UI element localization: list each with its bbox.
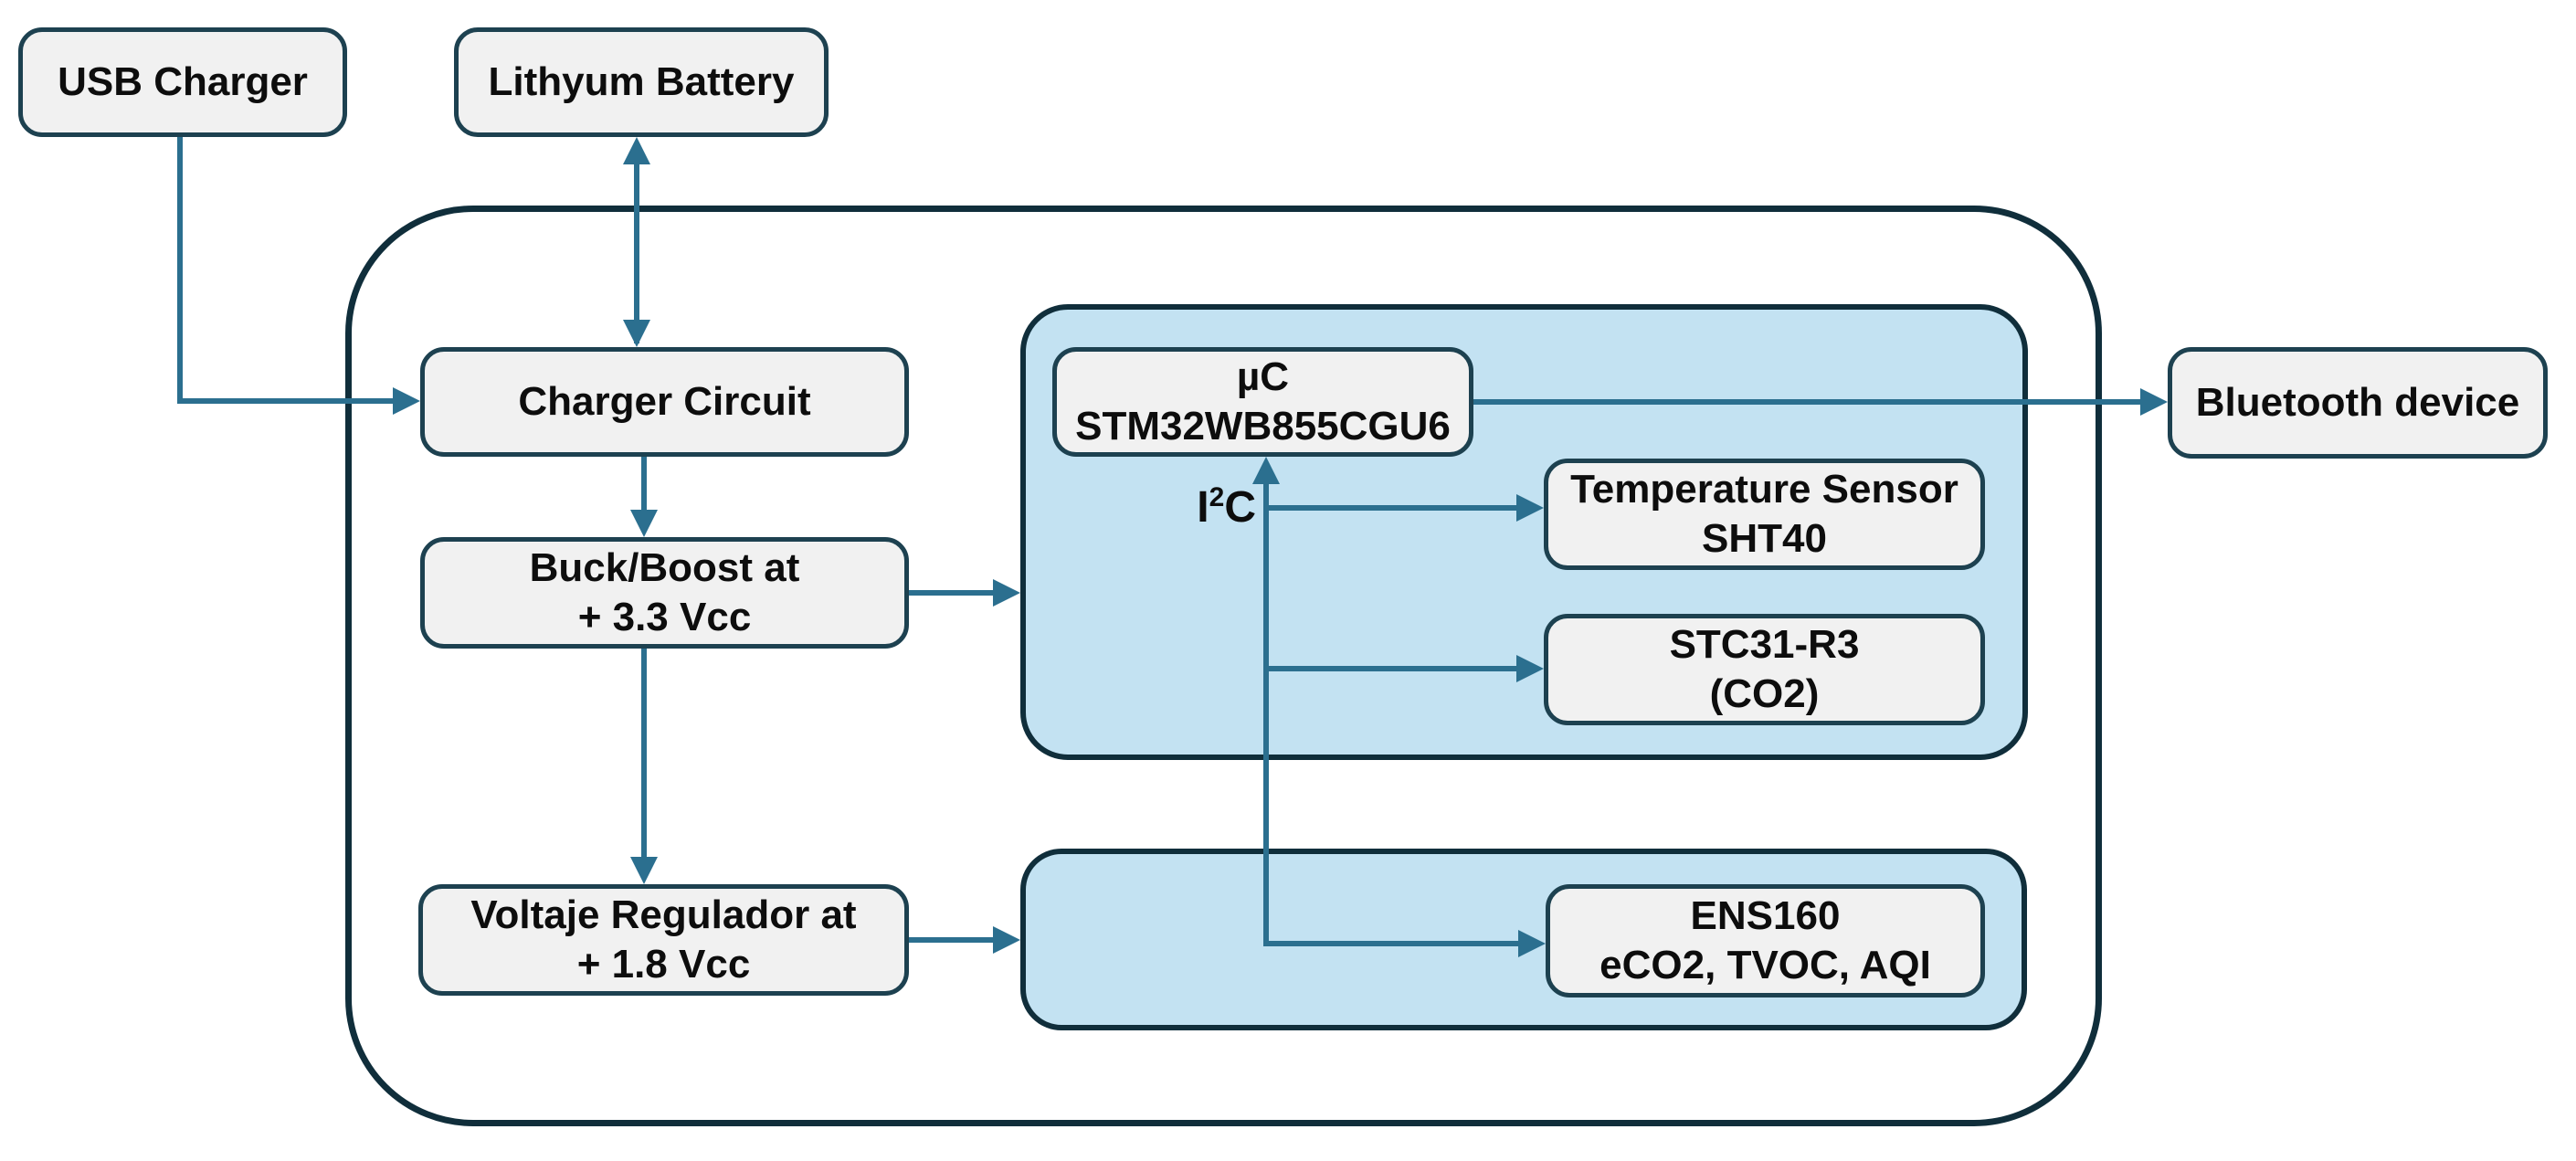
battery-charger-arrowhead-down	[623, 320, 650, 347]
node-usb-charger: USB Charger	[18, 27, 347, 137]
i2c-branch-temp-arrowhead	[1516, 494, 1544, 522]
i2c-branch-stc31-line	[1266, 666, 1522, 671]
i2c-branch-temp-line	[1266, 505, 1522, 511]
i2c-label-sup: 2	[1209, 482, 1225, 512]
node-ens160-line1: ENS160	[1690, 893, 1841, 939]
i2c-label-tail: C	[1224, 483, 1256, 532]
i2c-branch-ens160-line	[1266, 941, 1524, 946]
node-mcu-line2: STM32WB855CGU6	[1075, 404, 1451, 449]
buck-to-regulator-line	[641, 649, 647, 860]
node-voltage-regulator: Voltaje Regulador at + 1.8 Vcc	[418, 884, 909, 996]
usb-to-charger-arrowhead	[393, 387, 420, 415]
node-buck-boost-line1: Buck/Boost at	[529, 545, 800, 591]
node-ens160-line2: eCO2, TVOC, AQI	[1599, 943, 1931, 987]
i2c-bus-arrowhead-to-mcu	[1252, 457, 1280, 484]
regulator-to-group-line	[909, 937, 1000, 943]
usb-to-charger-line-vertical	[177, 137, 183, 404]
i2c-label-base: I	[1197, 483, 1209, 532]
usb-to-charger-line-horizontal	[177, 398, 396, 404]
node-stc31-line1: STC31-R3	[1669, 622, 1860, 668]
node-temperature-sensor-line2: SHT40	[1702, 516, 1827, 561]
node-buck-boost-line2: + 3.3 Vcc	[577, 595, 752, 639]
mcu-to-bluetooth-arrowhead	[2140, 388, 2168, 416]
node-bluetooth-device: Bluetooth device	[2168, 347, 2548, 459]
node-bluetooth-device-label: Bluetooth device	[2195, 380, 2520, 426]
mcu-to-bluetooth-line	[1473, 399, 2145, 405]
node-lithium-battery-label: Lithyum Battery	[488, 59, 795, 105]
node-charger-circuit-label: Charger Circuit	[518, 379, 811, 425]
node-mcu-line1: µC	[1236, 354, 1290, 400]
i2c-branch-stc31-arrowhead	[1516, 655, 1544, 682]
regulator-to-group-arrowhead	[993, 926, 1020, 954]
node-voltage-regulator-line2: + 1.8 Vcc	[576, 942, 751, 987]
node-mcu: µC STM32WB855CGU6	[1052, 347, 1473, 457]
battery-charger-arrowhead-up	[623, 137, 650, 164]
i2c-bus-label: I2C	[1133, 482, 1256, 533]
charger-to-buck-arrowhead	[630, 510, 658, 537]
node-ens160: ENS160 eCO2, TVOC, AQI	[1546, 884, 1985, 997]
node-stc31: STC31-R3 (CO2)	[1544, 614, 1985, 725]
node-charger-circuit: Charger Circuit	[420, 347, 909, 457]
node-stc31-line2: (CO2)	[1709, 671, 1820, 716]
node-lithium-battery: Lithyum Battery	[454, 27, 829, 137]
charger-to-buck-line	[641, 457, 647, 513]
node-temperature-sensor-line1: Temperature Sensor	[1570, 467, 1958, 512]
buck-to-regulator-arrowhead	[630, 857, 658, 884]
buck-to-group-line	[909, 590, 1000, 596]
node-temperature-sensor: Temperature Sensor SHT40	[1544, 459, 1985, 570]
i2c-bus-trunk-line	[1263, 480, 1269, 946]
node-usb-charger-label: USB Charger	[58, 59, 308, 105]
battery-charger-line	[634, 142, 639, 343]
i2c-branch-ens160-arrowhead	[1518, 930, 1546, 957]
node-buck-boost: Buck/Boost at + 3.3 Vcc	[420, 537, 909, 649]
buck-to-group-arrowhead	[993, 579, 1020, 607]
node-voltage-regulator-line1: Voltaje Regulador at	[470, 892, 857, 938]
